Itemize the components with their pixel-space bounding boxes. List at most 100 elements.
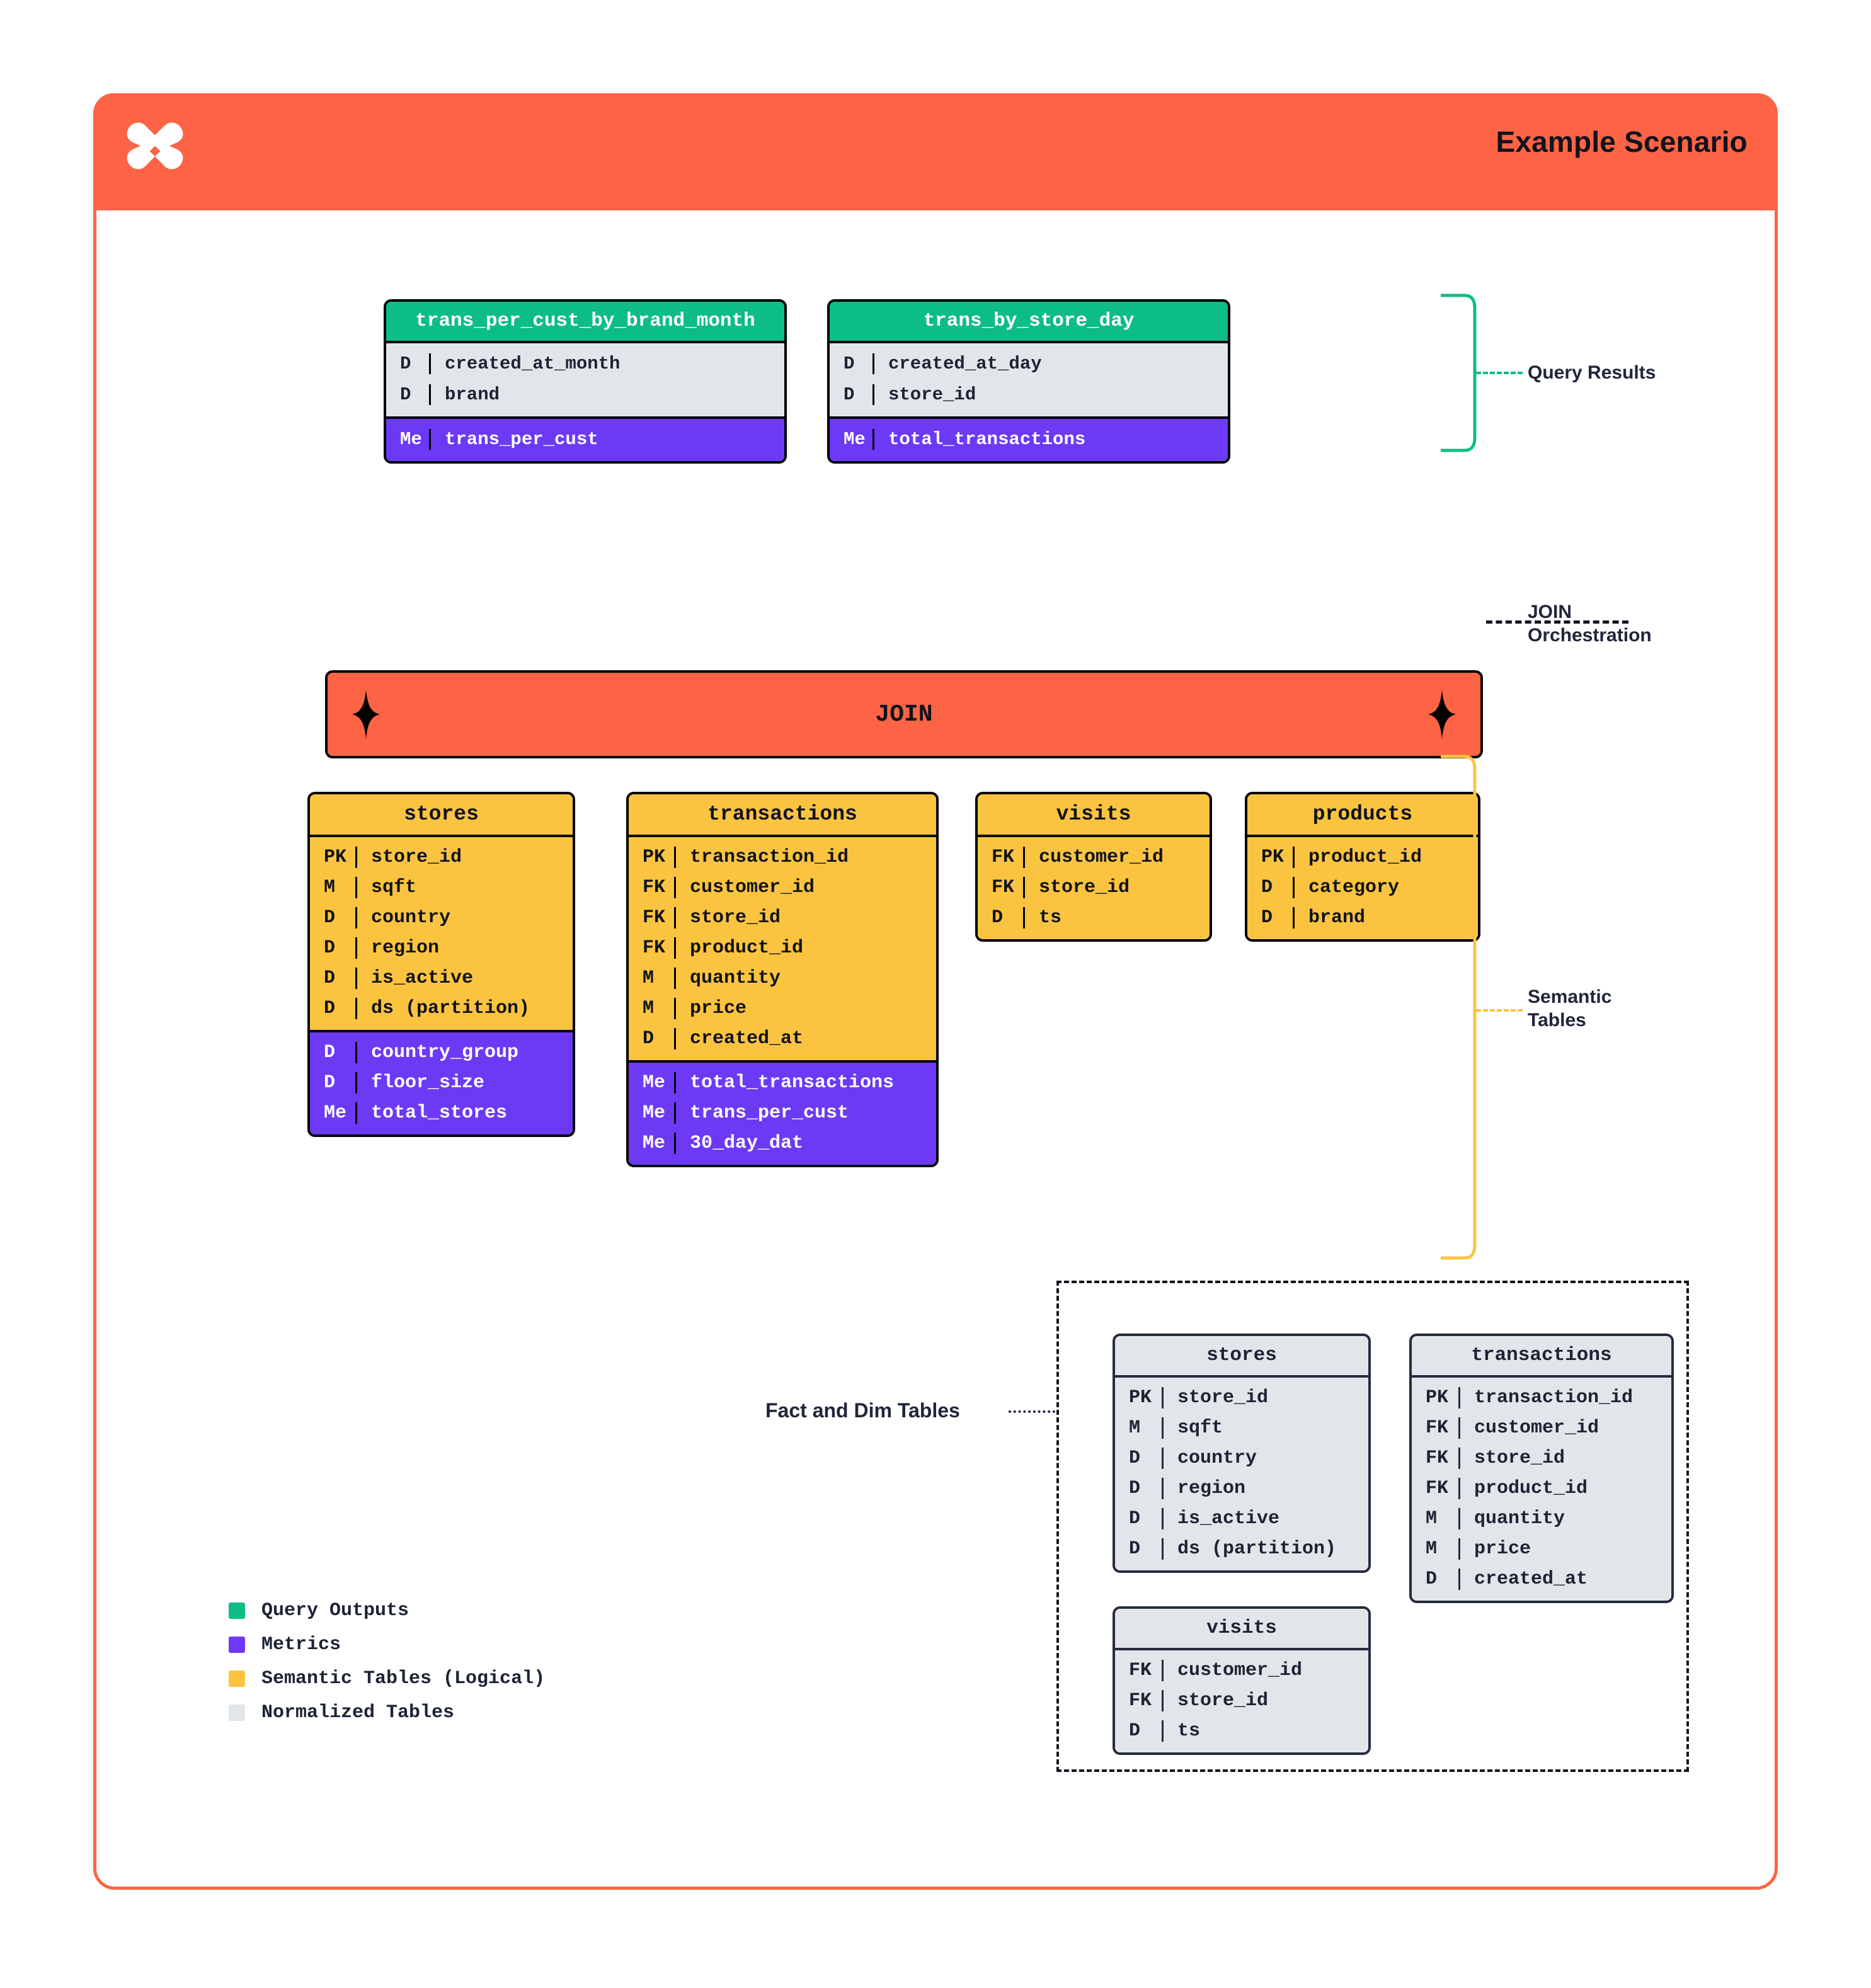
row-tag: M [643, 968, 655, 989]
row-tag: PK [1129, 1387, 1152, 1408]
row-tag: D [324, 937, 336, 959]
row-tag: D [324, 1042, 336, 1063]
query-result-table-trans-by-store-day[interactable]: trans_by_store_day D created_at_day D st… [827, 299, 1230, 464]
query-result-table-trans-per-cust[interactable]: trans_per_cust_by_brand_month D created_… [384, 299, 787, 464]
table-row: Me trans_per_cust [386, 424, 784, 455]
row-field: created_at [674, 1028, 936, 1049]
row-tag: PK [1261, 847, 1285, 868]
row-tag: M [324, 877, 336, 898]
card-header: Example Scenario [93, 93, 1778, 210]
legend-item-query-outputs: Query Outputs [229, 1594, 545, 1628]
row-field: 30_day_dat [674, 1133, 936, 1154]
semantic-tables-leader [1476, 1009, 1523, 1012]
row-field: ds (partition) [355, 998, 573, 1019]
row-tag: D [324, 998, 336, 1019]
legend-swatch-metrics [229, 1637, 245, 1653]
row-field: created_at_day [873, 353, 1228, 374]
semantic-tables-bracket [1441, 755, 1477, 1260]
row-tag: FK [1426, 1417, 1449, 1439]
row-tag: FK [992, 847, 1015, 868]
row-tag: PK [1426, 1387, 1449, 1408]
query-results-leader [1476, 372, 1523, 374]
row-field: brand [429, 384, 784, 405]
page-title: Example Scenario [1496, 125, 1748, 158]
row-field: customer_id [674, 877, 936, 898]
row-tag: Me [844, 429, 866, 450]
legend: Query Outputs Metrics Semantic Tables (L… [229, 1594, 545, 1730]
row-tag: Me [400, 429, 422, 450]
row-field: category [1293, 877, 1478, 898]
row-tag: D [1129, 1720, 1141, 1742]
row-tag: FK [643, 877, 666, 898]
legend-item-normalized-tables: Normalized Tables [229, 1696, 545, 1730]
table-title: stores [1115, 1336, 1368, 1378]
row-tag: D [324, 907, 336, 928]
row-tag: D [992, 907, 1004, 928]
row-tag: M [1129, 1417, 1141, 1439]
metric-group: Me trans_per_cust [386, 416, 784, 461]
row-tag: FK [992, 877, 1015, 898]
table-row: D created_at_day [830, 348, 1228, 379]
row-field: product_id [674, 937, 936, 959]
row-tag: FK [1426, 1478, 1449, 1499]
row-field: created_at [1458, 1568, 1671, 1590]
row-field: floor_size [355, 1072, 573, 1094]
row-field: trans_per_cust [429, 429, 784, 450]
table-title: stores [310, 794, 573, 837]
row-field: price [1458, 1538, 1671, 1560]
row-field: brand [1293, 907, 1478, 928]
table-row: FK customer_id [629, 872, 936, 903]
join-orchestration-bar[interactable]: JOIN [325, 670, 1483, 758]
dimension-group: D created_at_month D brand [386, 343, 784, 416]
row-tag: Me [324, 1102, 347, 1124]
row-field: country_group [355, 1042, 573, 1063]
row-field: total_transactions [873, 429, 1228, 450]
row-tag: D [844, 384, 855, 405]
table-title: transactions [629, 794, 936, 837]
row-field: ts [1162, 1720, 1368, 1742]
legend-label: Metrics [261, 1634, 341, 1655]
row-field: sqft [1162, 1417, 1368, 1439]
row-field: store_id [873, 384, 1228, 405]
row-tag: D [844, 353, 855, 374]
row-field: quantity [1458, 1508, 1671, 1529]
row-tag: PK [643, 847, 666, 868]
row-tag: D [1129, 1538, 1141, 1560]
row-field: customer_id [1458, 1417, 1671, 1439]
row-tag: PK [324, 847, 347, 868]
row-tag: FK [1426, 1448, 1449, 1469]
sparkle-diamond-icon [1428, 690, 1456, 739]
legend-swatch-semantic-tables [229, 1671, 245, 1687]
